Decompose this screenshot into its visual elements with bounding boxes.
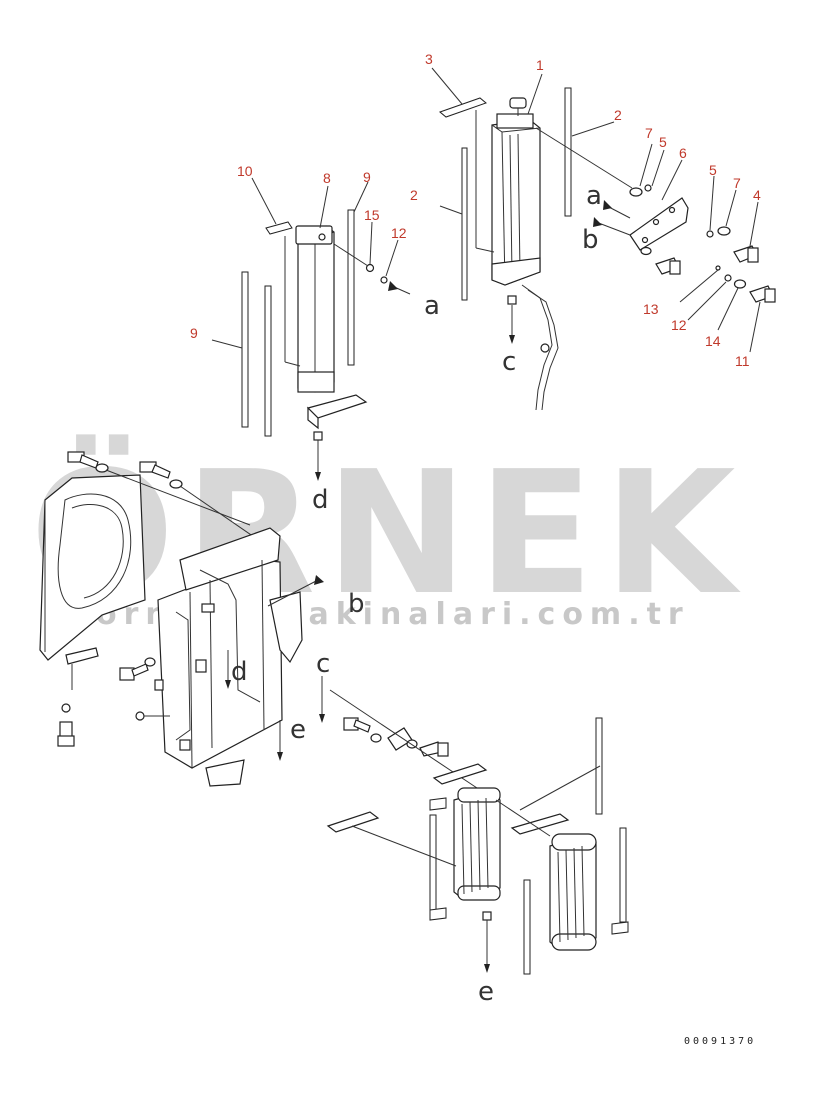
flow-marker-c-top: c: [502, 347, 516, 377]
flow-marker-c-middle: c: [316, 649, 330, 679]
washer-7-right: [717, 226, 731, 236]
callout-3: 3: [425, 51, 433, 67]
callout-8: 8: [323, 170, 331, 186]
callout-2-left: 2: [410, 187, 418, 203]
bolt-mid-left-icon: [343, 717, 371, 733]
callout-7-top: 7: [645, 125, 653, 141]
flow-markers: a a b b c c d d e e: [231, 181, 602, 1007]
callout-5-top: 5: [659, 134, 667, 150]
bolt-4-icon: [733, 245, 759, 263]
nut-12-left: [380, 276, 388, 284]
washer-14: [733, 279, 747, 289]
seal-strip-9-c: [347, 209, 355, 366]
bolt-shroud-top-right-icon: [139, 461, 171, 479]
flow-marker-a-right: a: [586, 181, 602, 211]
bolt-11-icon: [749, 285, 776, 303]
radiator-cap-icon: [509, 97, 527, 109]
flow-marker-e-middle: e: [290, 715, 306, 745]
nut-12-right: [724, 274, 732, 282]
callout-14: 14: [705, 333, 721, 349]
radiator-assembly: [439, 87, 572, 411]
flow-marker-a-left: a: [424, 291, 440, 321]
nut-5-right: [706, 230, 714, 238]
callout-6: 6: [679, 145, 687, 161]
callout-1: 1: [536, 57, 544, 73]
bolt-frame-left-icon: [119, 663, 149, 681]
flow-marker-e-bottom: e: [478, 977, 494, 1007]
radiator-frame: [119, 527, 325, 787]
document-number: 00091370: [684, 1036, 756, 1047]
mounting-bracket-group: [535, 127, 776, 303]
callout-12-left: 12: [391, 225, 407, 241]
aftercooler-assembly: [326, 689, 629, 975]
callout-9-left: 9: [190, 325, 198, 341]
callout-12-right: 12: [671, 317, 687, 333]
flow-marker-b-middle: b: [348, 589, 365, 619]
seal-strip-2-right: [564, 87, 572, 217]
bolt-mid-right-icon: [419, 741, 449, 757]
bolt-center-icon: [655, 257, 681, 275]
leader-lines: [211, 67, 761, 353]
seal-strip-9-a: [241, 271, 249, 428]
flow-marker-d-middle: d: [231, 657, 248, 687]
callout-labels: 1 2 2 3 4 5 5 6 7 7 8 9 9 10 11 12 12 13…: [190, 51, 761, 369]
callout-10: 10: [237, 163, 253, 179]
callout-4: 4: [753, 187, 761, 203]
fan-shroud: [39, 451, 271, 747]
seal-strip-3: [439, 97, 487, 118]
callout-7-right: 7: [733, 175, 741, 191]
callout-2-right: 2: [614, 107, 622, 123]
watermark: ÖRNEK örnekismakinalari.com.tr: [30, 434, 736, 633]
callout-13: 13: [643, 301, 659, 317]
washer-7-top: [629, 187, 643, 197]
flow-marker-b-right: b: [582, 225, 599, 255]
oil-cooler-assembly: [241, 209, 411, 481]
seal-strip-10: [265, 221, 293, 235]
seal-strip-2-left: [461, 147, 468, 301]
flow-marker-d-top: d: [312, 485, 329, 515]
callout-9-top: 9: [363, 169, 371, 185]
bolt-shroud-bottom-icon: [57, 721, 75, 747]
callout-15: 15: [364, 207, 380, 223]
seal-strip-9-b: [264, 285, 272, 437]
nut-5-top: [644, 184, 652, 192]
washer-15: [365, 263, 375, 273]
callout-5-right: 5: [709, 162, 717, 178]
callout-11: 11: [735, 353, 750, 369]
